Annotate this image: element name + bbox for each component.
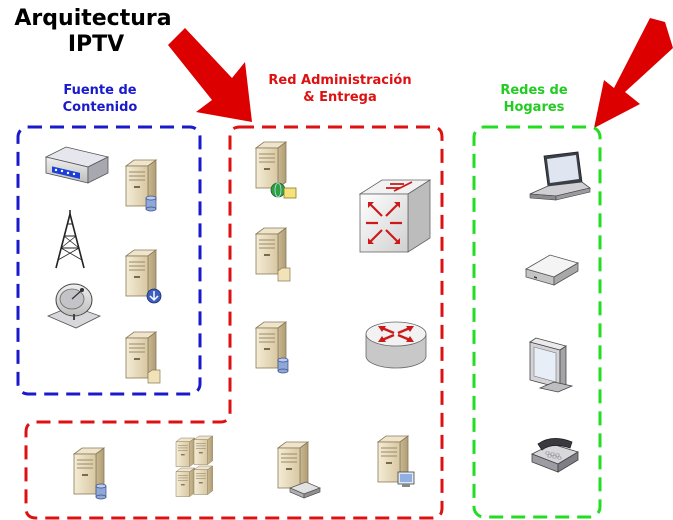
set-top-box-icon [524, 254, 580, 286]
delivery-network-label: Red Administración & Entrega [250, 72, 430, 106]
tower-antenna-icon [55, 210, 85, 269]
web-server-icon [255, 141, 297, 199]
workstation-server-icon [377, 435, 415, 487]
home-networks-label-line-1: Redes de [500, 83, 568, 98]
diagram-title: Arquitectura IPTV [8, 6, 178, 58]
server-cluster-icon [175, 435, 213, 497]
delivery-network-box [24, 125, 444, 520]
content-source-label-line-2: Contenido [62, 100, 138, 115]
laptop-icon [529, 151, 591, 201]
router-icon [365, 321, 427, 369]
arrow-to-delivery-icon [168, 28, 252, 122]
server-folder-icon [125, 331, 161, 384]
home-networks-label: Redes de Hogares [474, 82, 594, 116]
home-networks-label-line-2: Hogares [503, 100, 565, 115]
title-line-2: IPTV [67, 32, 125, 57]
delivery-network-label-line-2: & Entrega [303, 90, 377, 105]
monitor-icon [529, 337, 574, 393]
print-server-icon [277, 441, 321, 499]
title-line-1: Arquitectura [14, 6, 172, 31]
arrow-to-home-icon [594, 18, 673, 128]
content-source-box [16, 125, 202, 396]
home-networks-box [472, 125, 602, 519]
satellite-receiver-icon [44, 146, 110, 184]
file-server-icon [255, 227, 291, 282]
content-source-label: Fuente de Contenido [40, 82, 160, 116]
content-source-label-line-1: Fuente de [63, 83, 137, 98]
server-download-icon [125, 249, 162, 304]
delivery-network-label-line-1: Red Administración [268, 73, 412, 88]
database-server-icon [73, 447, 107, 500]
database-server-icon [125, 159, 157, 212]
multilayer-switch-icon [358, 179, 432, 253]
storage-server-icon [255, 321, 289, 374]
satellite-dish-icon [46, 283, 102, 329]
telephone-icon [531, 438, 579, 473]
